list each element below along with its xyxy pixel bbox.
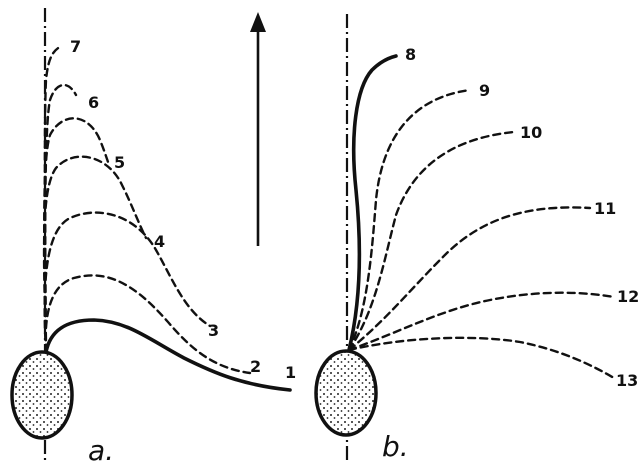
curve-label-2: 2 [250, 357, 261, 376]
curve-label-3: 3 [208, 321, 219, 340]
panel-a: 7 6 5 4 3 2 1 a. [10, 8, 296, 465]
curve-12 [347, 291, 616, 352]
curve-4 [42, 155, 148, 354]
seed-a [10, 350, 74, 440]
curve-label-8: 8 [405, 45, 416, 64]
curve-9 [347, 88, 472, 352]
curve-11 [347, 206, 592, 352]
curve-3 [43, 211, 212, 354]
panel-label-b: b. [382, 430, 409, 463]
curve-5 [43, 117, 110, 354]
curve-label-9: 9 [479, 81, 490, 100]
curve-8 [347, 54, 398, 352]
curve-10 [347, 130, 516, 352]
curve-label-12: 12 [617, 287, 639, 306]
curve-label-11: 11 [594, 199, 616, 218]
curve-6 [44, 83, 78, 354]
curve-2 [44, 274, 252, 375]
curve-label-6: 6 [88, 93, 99, 112]
curve-label-7: 7 [70, 37, 81, 56]
curve-7 [43, 44, 64, 354]
arrow-head [250, 12, 266, 32]
panel-label-a: a. [88, 434, 114, 465]
curve-label-5: 5 [114, 153, 125, 172]
curve-13 [347, 336, 616, 380]
curve-label-4: 4 [154, 232, 165, 251]
direction-arrow [250, 12, 266, 246]
curve-label-13: 13 [616, 371, 638, 390]
seed-b [314, 349, 378, 437]
curve-label-10: 10 [520, 123, 542, 142]
curve-1 [44, 318, 292, 392]
curve-label-1: 1 [285, 363, 296, 382]
panel-b: 8 9 10 11 12 13 b. [314, 14, 639, 463]
